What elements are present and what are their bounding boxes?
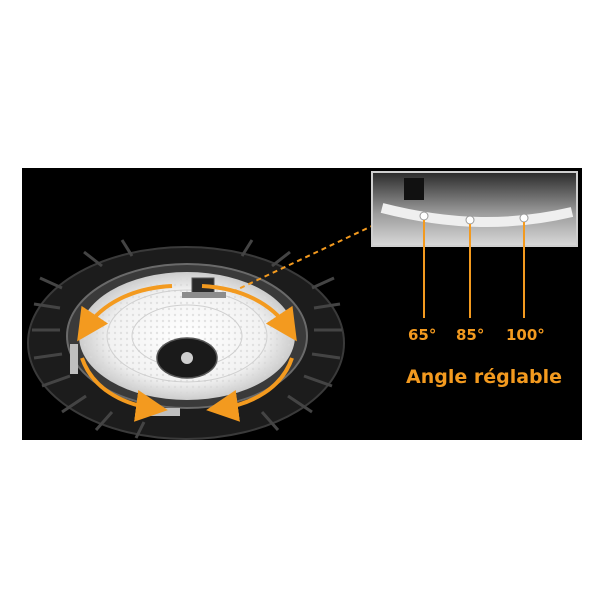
rotation-arrow	[201, 284, 297, 342]
inset-notch-85	[465, 215, 475, 225]
bracket-plate	[182, 292, 226, 298]
product-illustration	[27, 171, 578, 440]
inset-bracket	[404, 178, 424, 200]
angle-label-65: 65°	[408, 326, 437, 344]
caption: Angle réglable	[406, 366, 563, 388]
rotation-arrow	[206, 357, 294, 422]
rotation-arrow	[80, 357, 168, 422]
rotation-arrow	[77, 284, 173, 342]
inset-notch-65	[419, 211, 429, 221]
inset-rail	[380, 203, 574, 227]
led-chip-array	[83, 276, 291, 396]
angle-label-100: 100°	[506, 326, 545, 344]
center-screw	[181, 352, 193, 364]
side-clip	[70, 344, 78, 374]
bottom-clip	[140, 408, 180, 416]
product-panel: 65° 85° 100° Angle réglable	[22, 168, 582, 440]
angle-label-85: 85°	[456, 326, 485, 344]
angle-pointers	[423, 220, 525, 318]
callout-line	[231, 225, 373, 293]
inset-notch-100	[519, 213, 529, 223]
rotation-arrows	[77, 284, 297, 422]
heat-sink-fins	[32, 239, 342, 439]
